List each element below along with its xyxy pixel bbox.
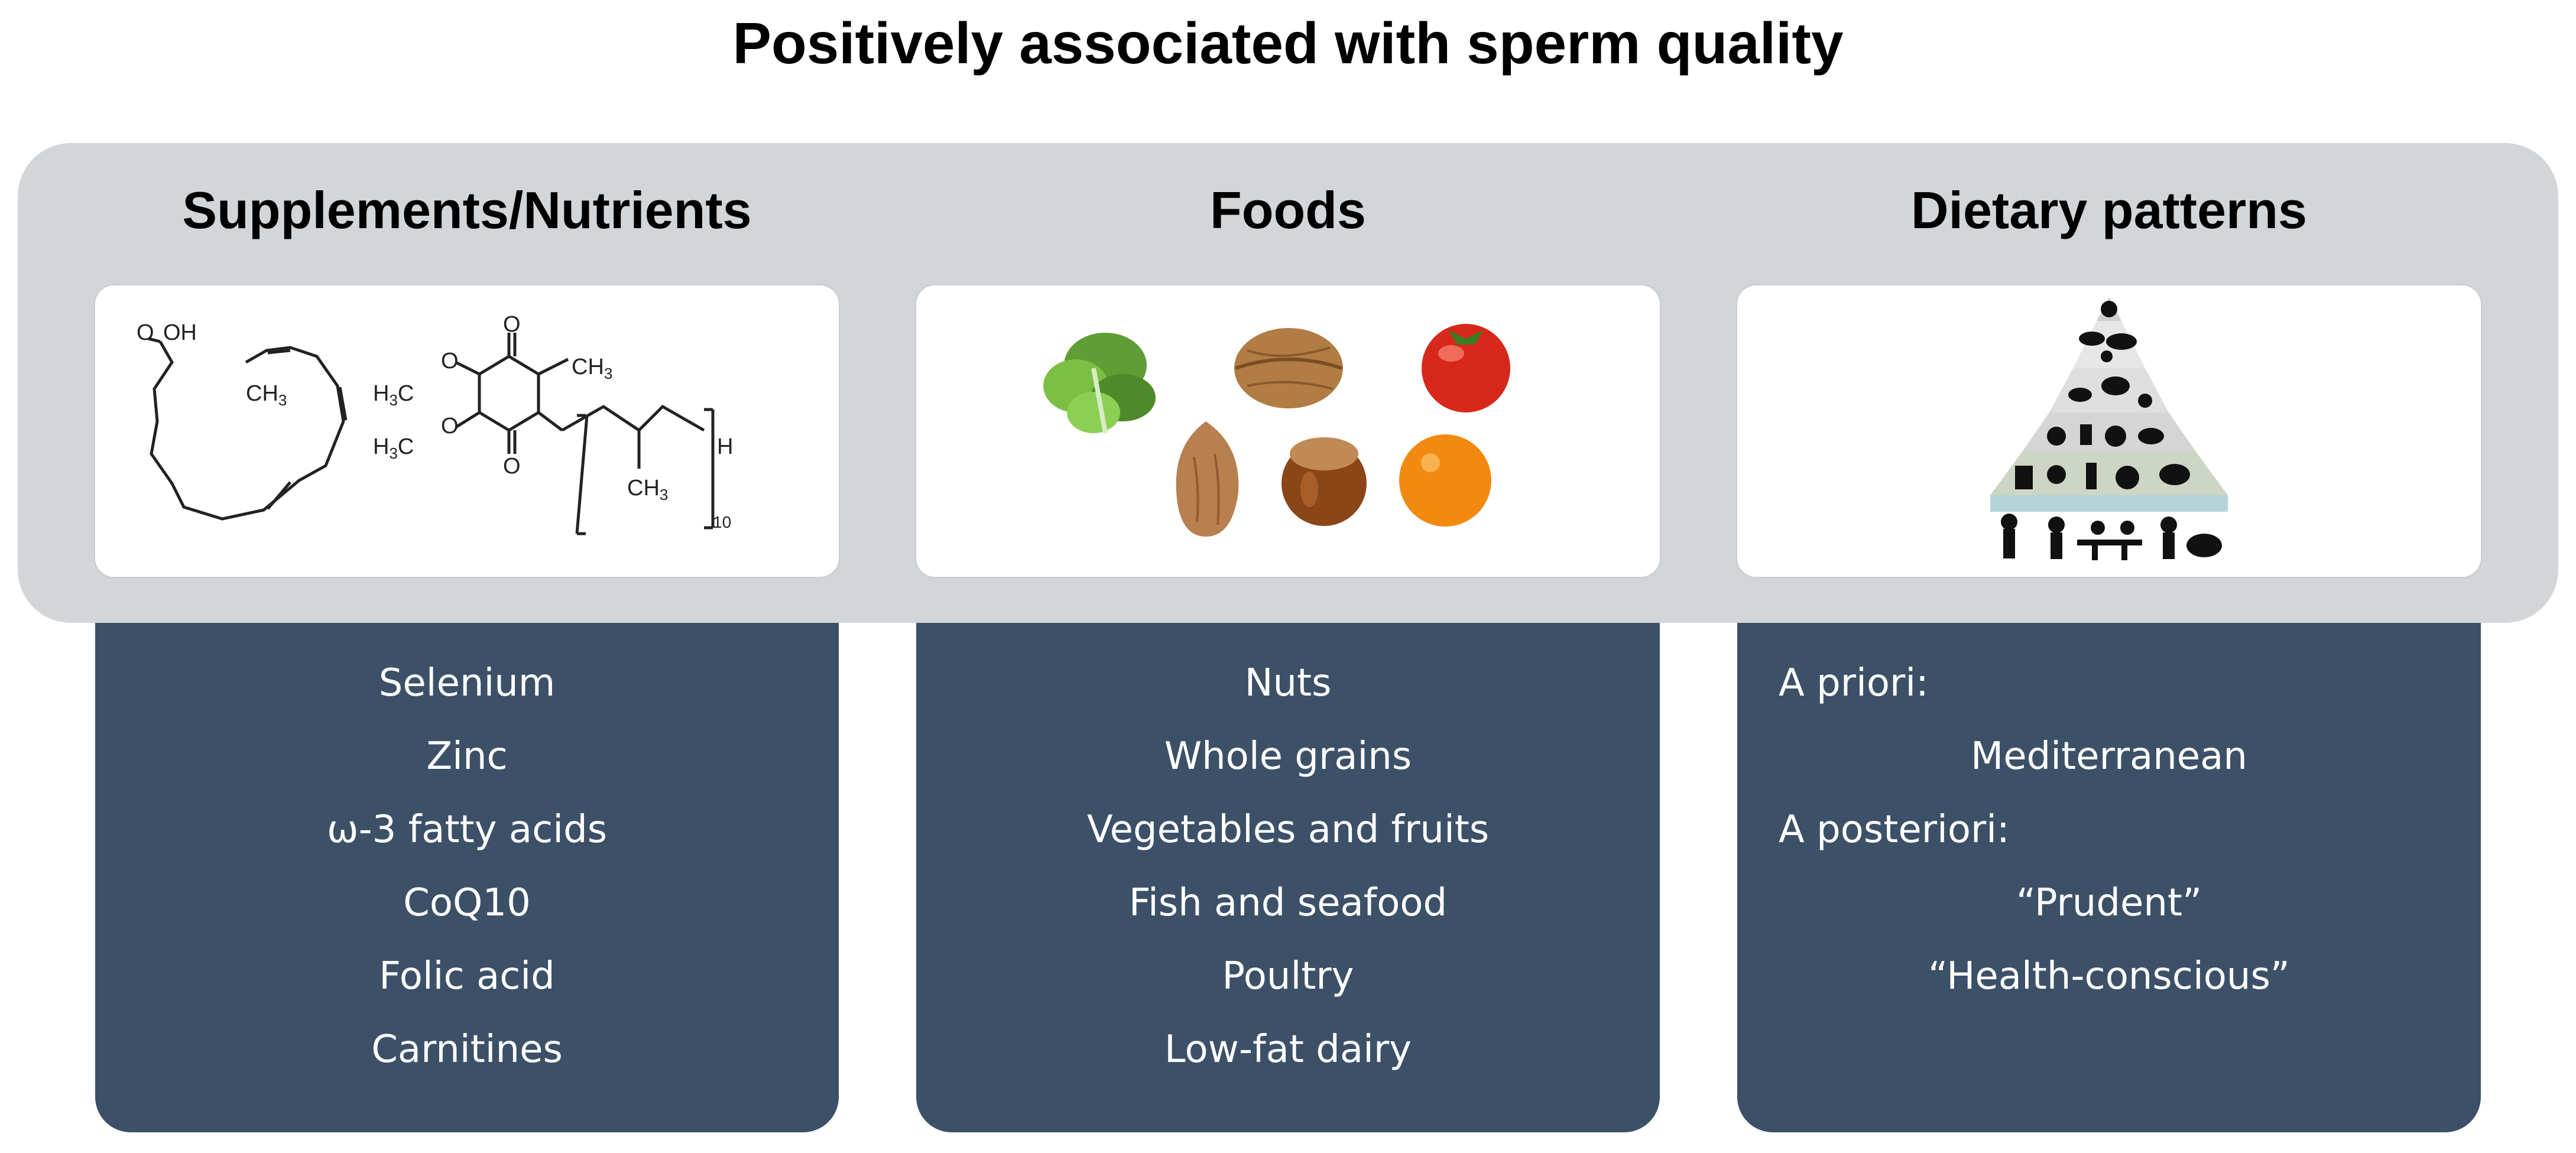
orange-icon bbox=[1399, 434, 1491, 527]
hydroxyl-label: OH bbox=[163, 320, 197, 345]
lettuce-icon bbox=[1043, 333, 1156, 434]
list-item: Vegetables and fruits bbox=[1086, 808, 1490, 852]
list-item: Fish and seafood bbox=[1128, 881, 1448, 925]
dietary-patterns-list-box: A priori: Mediterranean A posteriori: “P… bbox=[1737, 623, 2481, 1132]
list-item: Poultry bbox=[1222, 954, 1354, 998]
methoxy-label-1: H3C bbox=[373, 381, 414, 409]
list-item: Zinc bbox=[426, 735, 508, 778]
methyl-label-2: CH3 bbox=[572, 355, 612, 382]
page-title: Positively associated with sperm quality bbox=[732, 11, 1844, 76]
foods-list-box: Nuts Whole grains Vegetables and fruits … bbox=[916, 623, 1660, 1132]
methoxy-label-2: H3C bbox=[373, 434, 414, 462]
column-heading-foods: Foods bbox=[1210, 181, 1366, 239]
tomato-icon bbox=[1422, 324, 1510, 413]
quinone-oxygen-top: O bbox=[503, 312, 521, 337]
methyl-label-1: CH3 bbox=[246, 381, 287, 409]
list-item: CoQ10 bbox=[403, 881, 531, 925]
column-heading-dietary-patterns: Dietary patterns bbox=[1910, 181, 2307, 239]
repeat-count-label: 10 bbox=[713, 513, 731, 531]
list-item: Whole grains bbox=[1164, 735, 1412, 778]
list-item: “Prudent” bbox=[2016, 881, 2202, 925]
methoxy-oxygen-2: O bbox=[441, 414, 459, 439]
list-item: Selenium bbox=[378, 661, 556, 705]
hazelnut-icon bbox=[1281, 437, 1367, 526]
hydrogen-label: H bbox=[717, 434, 733, 459]
oxygen-label: O bbox=[137, 320, 154, 345]
list-item: Carnitines bbox=[371, 1028, 563, 1071]
walnut-icon bbox=[1234, 328, 1343, 408]
foods-list: Nuts Whole grains Vegetables and fruits … bbox=[916, 647, 1660, 1086]
chemical-structures-panel: O OH CH3 O O CH3 O O H3C H3C H 10 CH3 bbox=[95, 285, 839, 577]
quinone-oxygen-bottom: O bbox=[503, 454, 521, 479]
almond-icon bbox=[1176, 421, 1239, 537]
dietary-patterns-panel bbox=[1737, 285, 2481, 577]
list-item: Low-fat dairy bbox=[1164, 1028, 1412, 1071]
supplements-list-box: Selenium Zinc ω-3 fatty acids CoQ10 Foli… bbox=[95, 623, 839, 1132]
list-item: Mediterranean bbox=[1971, 735, 2247, 778]
list-item: “Health-conscious” bbox=[1928, 954, 2290, 998]
list-item: Nuts bbox=[1244, 661, 1332, 705]
column-heading-supplements: Supplements/Nutrients bbox=[182, 181, 752, 239]
food-pyramid-icon bbox=[1990, 297, 2228, 560]
chemical-structures-icon: O OH CH3 O O CH3 O O H3C H3C H 10 CH3 bbox=[137, 312, 733, 535]
list-item: Folic acid bbox=[379, 954, 555, 998]
food-icons bbox=[1043, 324, 1510, 537]
list-item: ω-3 fatty acids bbox=[326, 808, 608, 852]
supplements-list: Selenium Zinc ω-3 fatty acids CoQ10 Foli… bbox=[95, 647, 839, 1086]
methyl-label-3: CH3 bbox=[627, 476, 668, 504]
list-item: A priori: bbox=[1779, 661, 1929, 705]
methoxy-oxygen-1: O bbox=[441, 349, 459, 373]
list-item: A posteriori: bbox=[1779, 808, 2010, 852]
foods-panel bbox=[916, 285, 1660, 577]
